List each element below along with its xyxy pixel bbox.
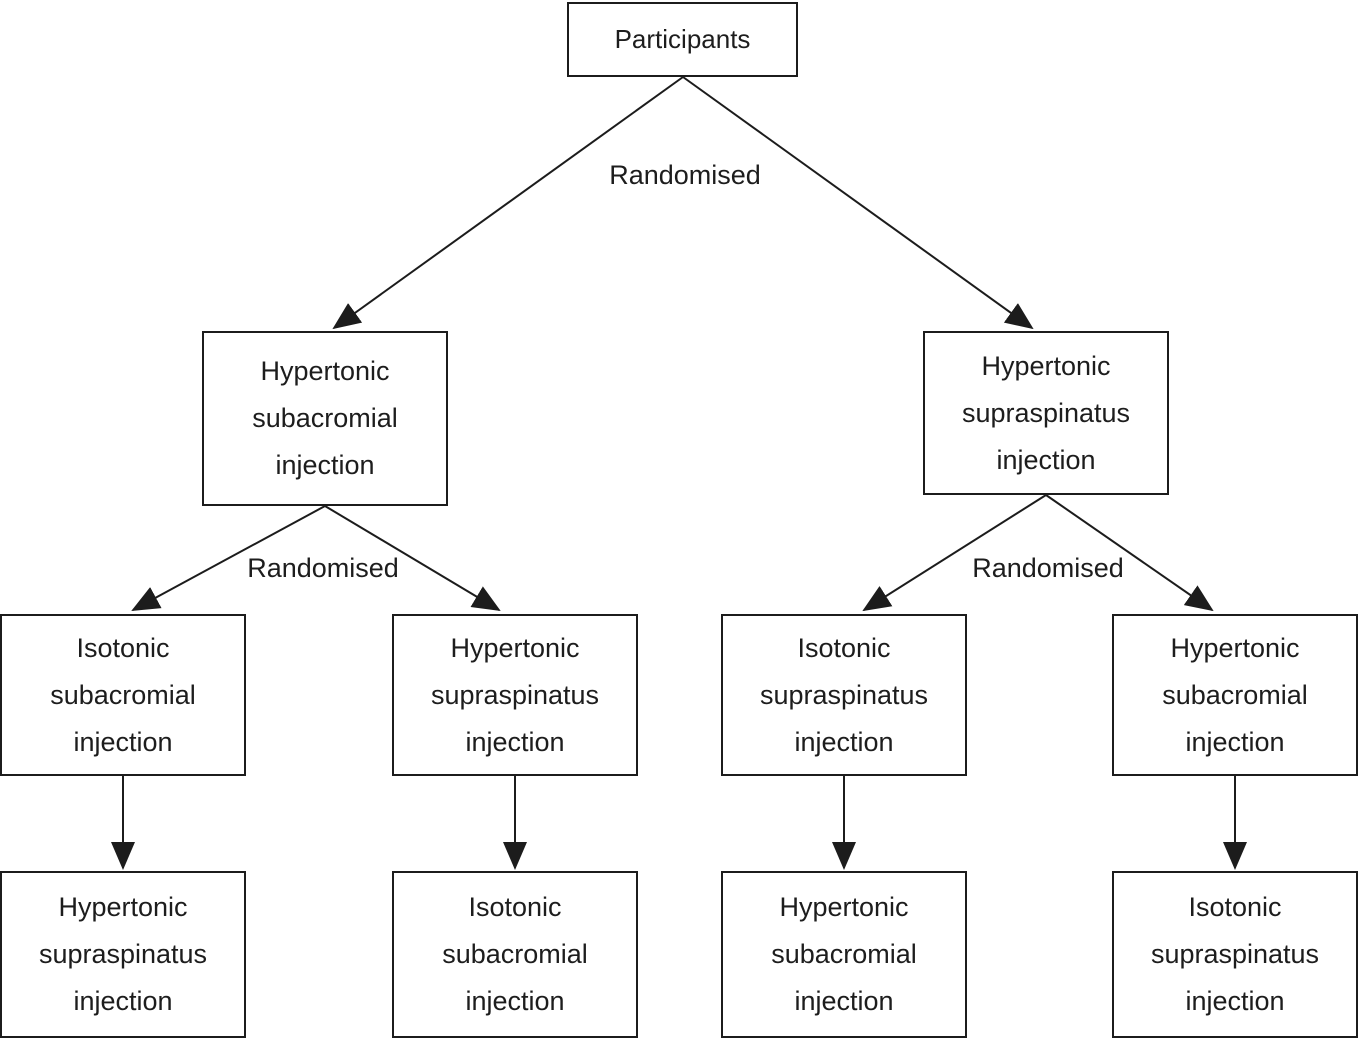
randomised-label-left: Randomised [247, 553, 399, 583]
box-second-injection-3: Hypertonic subacromial injection [721, 871, 967, 1038]
box-arm-hypertonic-supraspinatus: Hypertonic supraspinatus injection [923, 331, 1169, 495]
box-second-injection-1: Hypertonic supraspinatus injection [0, 871, 246, 1038]
box-first-injection-3: Isotonic supraspinatus injection [721, 614, 967, 776]
box-first-injection-4: Hypertonic subacromial injection [1112, 614, 1358, 776]
randomised-label-top: Randomised [609, 160, 761, 190]
connector-participants-arm-right [682, 76, 1034, 330]
connector-armleft-first1 [131, 505, 326, 611]
box-arm-hypertonic-subacromial: Hypertonic subacromial injection [202, 331, 448, 506]
connector-armright-first3 [862, 494, 1047, 612]
connector-armleft-first2 [324, 505, 501, 612]
box-participants: Participants [567, 2, 798, 77]
box-second-injection-4: Isotonic supraspinatus injection [1112, 871, 1358, 1038]
box-first-injection-2: Hypertonic supraspinatus injection [392, 614, 638, 776]
box-second-injection-2: Isotonic subacromial injection [392, 871, 638, 1038]
box-first-injection-1: Isotonic subacromial injection [0, 614, 246, 776]
connector-participants-arm-left [332, 76, 684, 330]
connector-armright-first4 [1045, 494, 1214, 612]
randomised-label-right: Randomised [972, 553, 1124, 583]
